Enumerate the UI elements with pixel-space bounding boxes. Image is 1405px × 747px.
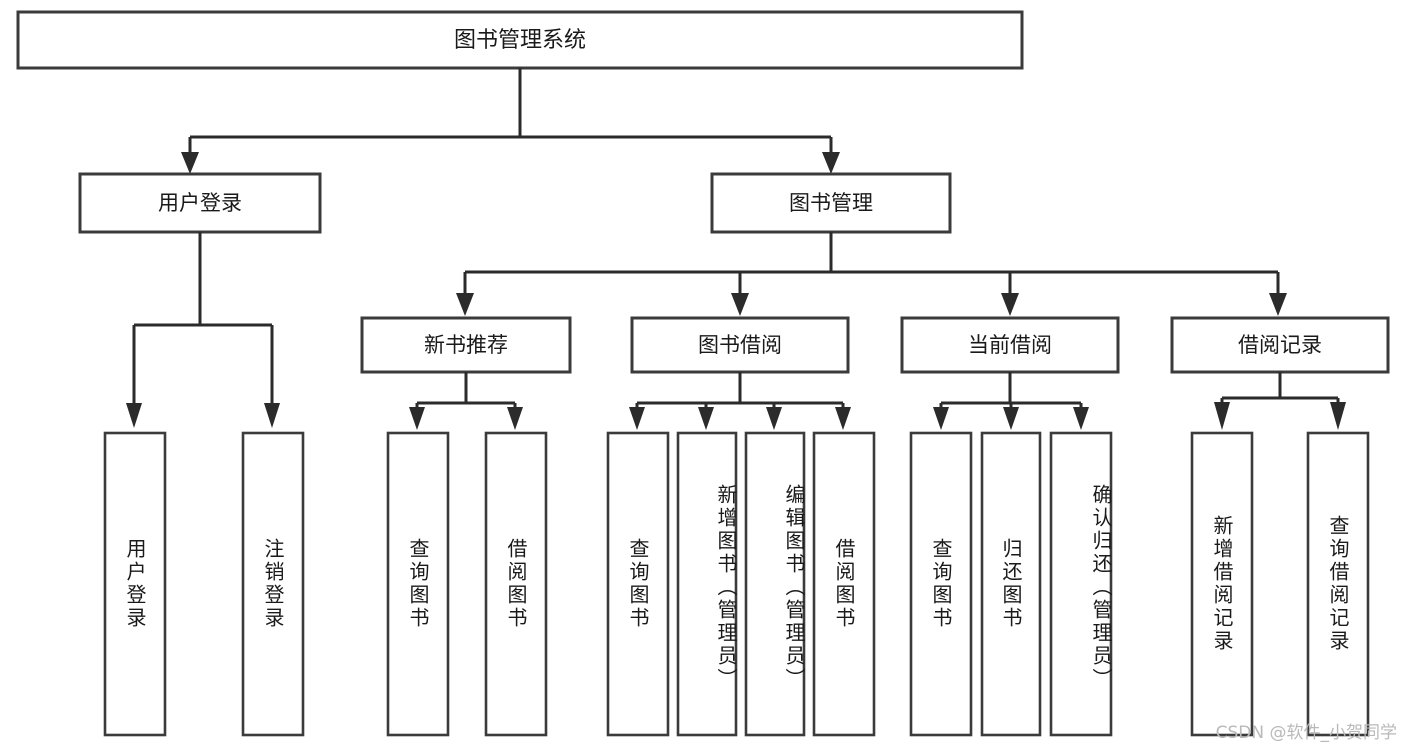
node-box-book-management <box>710 172 952 234</box>
arrow-head-leaf-borrow-book-1 <box>507 407 523 430</box>
arrow-head-leaf-return-book <box>1003 407 1019 430</box>
arrow-head-book-management <box>822 152 840 174</box>
node-label-user-login: 用户登录 <box>158 191 242 215</box>
node-borrow-record[interactable]: 借阅记录 <box>1170 316 1390 374</box>
arrow-head-leaf-edit-book <box>766 407 782 430</box>
leaf-box-borrow-book-2[interactable] <box>812 431 876 737</box>
node-current-borrow[interactable]: 当前借阅 <box>900 316 1120 374</box>
node-box-root <box>16 10 1024 70</box>
arrow-head-leaf-user-login <box>126 403 142 428</box>
leaf-box-return-book[interactable] <box>980 431 1042 737</box>
arrow-head-borrow-record <box>1269 293 1287 316</box>
node-label-borrow-record: 借阅记录 <box>1238 333 1322 357</box>
arrow-head-leaf-query-record <box>1330 402 1346 430</box>
leaf-box-user-logout[interactable] <box>241 431 305 737</box>
arrow-head-leaf-query-book-3 <box>933 407 949 430</box>
leaf-box-user-login[interactable] <box>103 431 167 737</box>
node-box-borrow-record <box>1170 316 1390 374</box>
node-box-book-borrow <box>630 316 850 374</box>
arrow-head-leaf-query-book-1 <box>409 407 425 430</box>
leaf-box-query-record[interactable] <box>1306 431 1370 737</box>
arrow-head-new-book-recommend <box>456 293 474 316</box>
node-label-root: 图书管理系统 <box>454 28 586 53</box>
arrow-head-current-borrow <box>1001 293 1019 316</box>
node-label-new-book-recommend: 新书推荐 <box>424 333 508 357</box>
node-box-new-book-recommend <box>360 316 572 374</box>
node-label-current-borrow: 当前借阅 <box>968 333 1052 357</box>
node-book-management-system[interactable]: 图书管理系统 <box>16 10 1024 70</box>
arrow-head-leaf-confirm-return <box>1073 407 1089 430</box>
arrow-head-leaf-add-book <box>698 407 714 430</box>
leaf-box-add-record[interactable] <box>1190 431 1254 737</box>
node-label-book-management: 图书管理 <box>789 191 873 215</box>
leaf-box-borrow-book-1[interactable] <box>484 431 548 737</box>
leaf-box-query-book-2[interactable] <box>606 431 670 737</box>
node-box-current-borrow <box>900 316 1120 374</box>
leaf-box-edit-book[interactable] <box>744 431 806 737</box>
node-label-book-borrow: 图书借阅 <box>698 333 782 357</box>
arrow-head-leaf-query-book-2 <box>629 407 645 430</box>
leaf-box-query-book-1[interactable] <box>386 431 450 737</box>
arrow-head-leaf-user-logout <box>264 403 280 428</box>
node-book-borrow[interactable]: 图书借阅 <box>630 316 850 374</box>
node-book-management[interactable]: 图书管理 <box>710 172 952 234</box>
arrow-head-leaf-borrow-book-2 <box>835 407 851 430</box>
watermark-text: CSDN @软件_小贺同学 <box>1215 723 1397 743</box>
node-user-login[interactable]: 用户登录 <box>78 172 322 234</box>
leaf-box-confirm-return[interactable] <box>1049 431 1113 737</box>
leaf-box-query-book-3[interactable] <box>909 431 973 737</box>
arrow-head-user-login <box>181 152 199 174</box>
arrow-head-book-borrow <box>731 293 749 316</box>
node-new-book-recommend[interactable]: 新书推荐 <box>360 316 572 374</box>
leaf-box-add-book[interactable] <box>676 431 738 737</box>
arrow-head-leaf-add-record <box>1214 402 1230 430</box>
